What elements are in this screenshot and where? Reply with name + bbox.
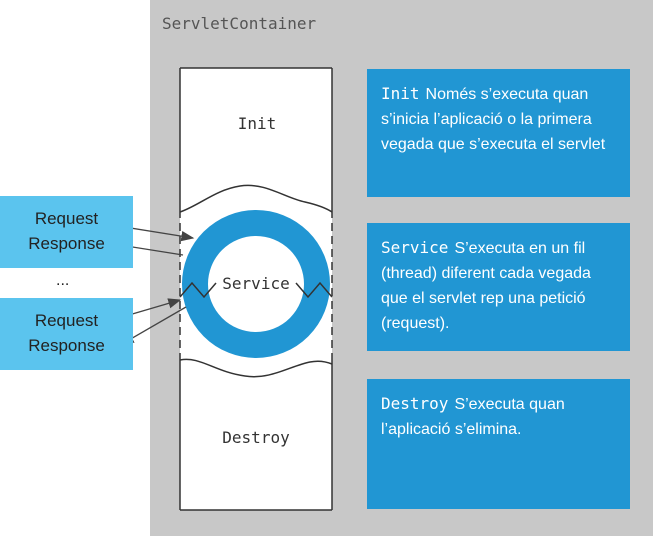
- service-label: Service: [222, 274, 290, 293]
- top-tear-line: [179, 184, 333, 213]
- service-ring: [182, 210, 330, 358]
- request-box-2: Request Response: [0, 298, 133, 370]
- service-keyword: Service: [381, 238, 449, 257]
- ellipsis: ...: [56, 272, 70, 289]
- destroy-description: S’executa quan l’aplicació s’elimina.: [381, 396, 565, 438]
- init-label: Init: [237, 114, 277, 133]
- response-label: Response: [28, 234, 105, 253]
- init-keyword: Init: [381, 84, 420, 103]
- destroy-keyword: Destroy: [381, 394, 449, 413]
- request-label: Request: [34, 311, 99, 330]
- response-label: Response: [28, 336, 105, 355]
- destroy-label: Destroy: [222, 428, 290, 447]
- container-title: ServletContainer: [162, 14, 317, 33]
- bottom-tear-line: [179, 358, 333, 378]
- init-description: Només s’executa quan s’inicia l’aplicaci…: [381, 86, 606, 153]
- left-zigzag: [179, 281, 217, 299]
- request-box-1: Request Response: [0, 196, 133, 268]
- right-zigzag: [295, 281, 333, 299]
- request-label: Request: [34, 209, 99, 228]
- service-description: S’executa en un fil (thread) diferent ca…: [381, 240, 591, 332]
